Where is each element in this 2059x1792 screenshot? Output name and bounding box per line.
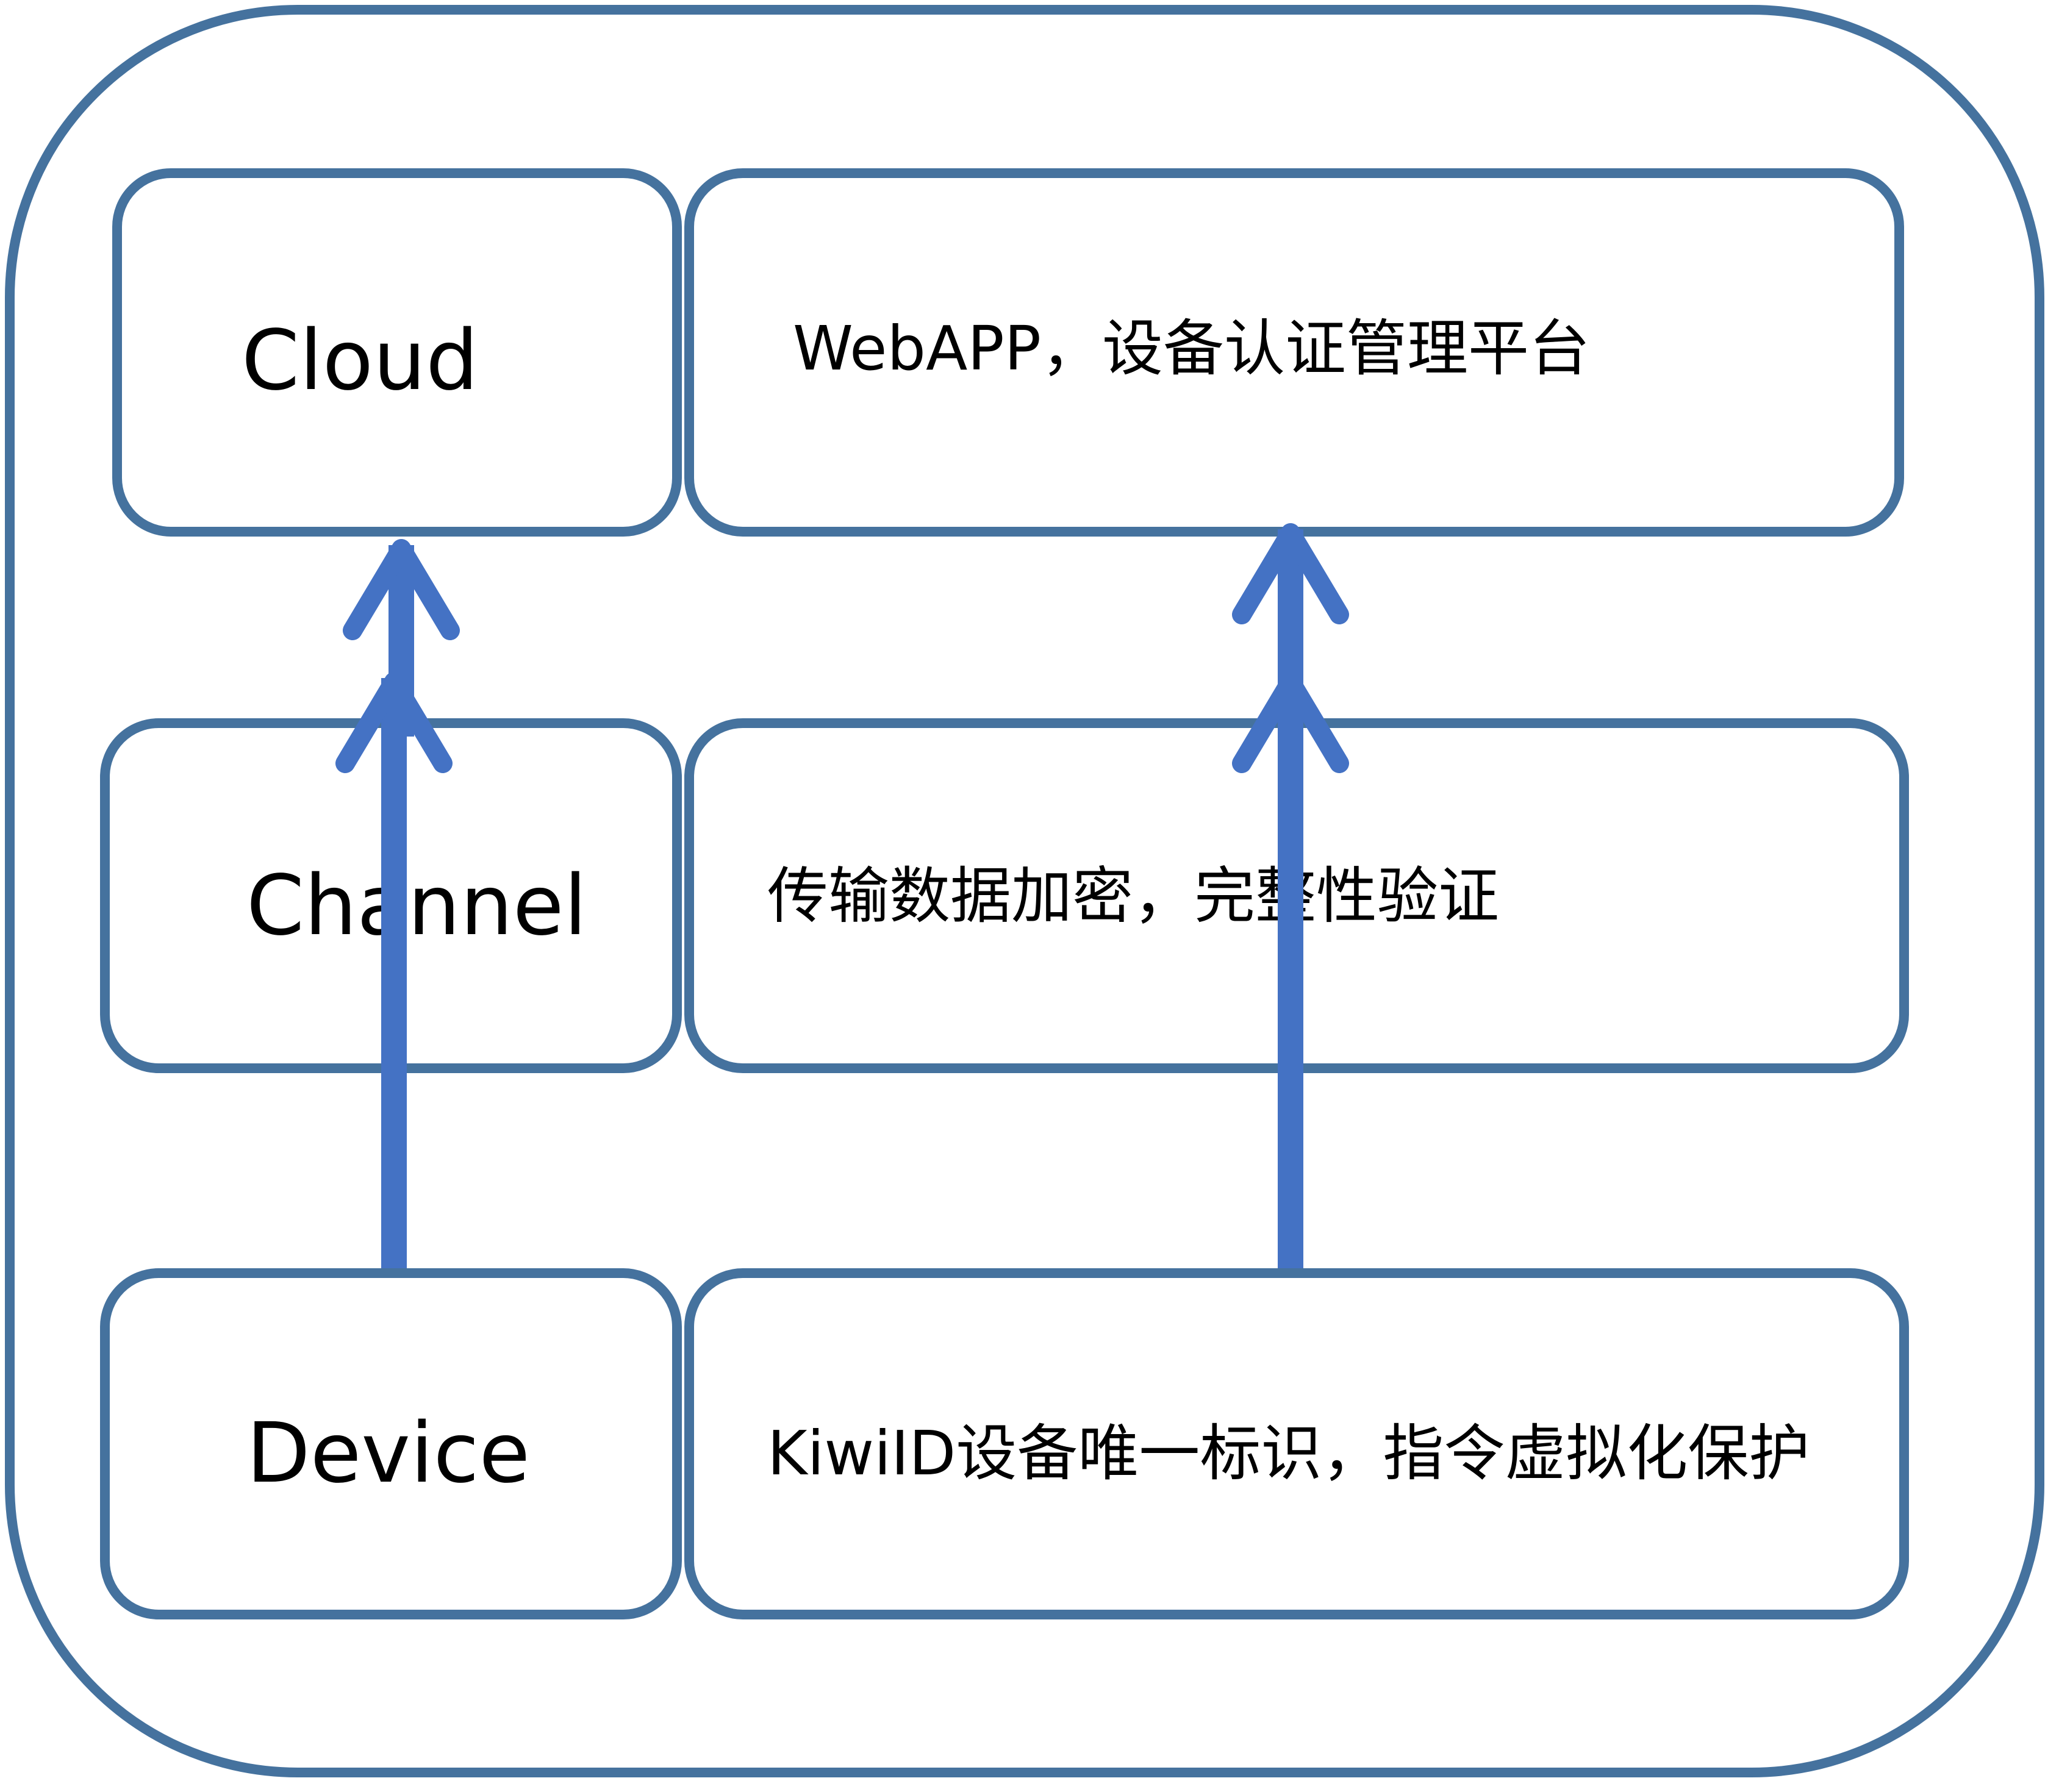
channel-description-label: 传输数据加密，完整性验证 [767, 860, 1499, 932]
channel-to-cloud-left-arrow [343, 539, 460, 737]
device-name-label: Device [246, 1405, 531, 1502]
cloud-name-box: Cloud [112, 168, 682, 537]
device-description-label: KiwiID设备唯一标识，指令虚拟化保护 [767, 1418, 1810, 1489]
channel-to-cloud-right-arrow [1232, 523, 1349, 719]
device-to-channel-left-arrow [335, 672, 453, 1268]
device-to-channel-right-arrow [1232, 672, 1349, 1268]
cloud-description-label: WebAPP，设备认证管理平台 [793, 313, 1591, 384]
device-name-box: Device [100, 1268, 682, 1619]
cloud-description-box: WebAPP，设备认证管理平台 [684, 168, 1904, 537]
cloud-name-label: Cloud [242, 313, 479, 409]
outer-frame [5, 5, 2044, 1777]
channel-to-cloud-left-arrow-head [343, 539, 460, 640]
channel-to-cloud-right-arrow-head [1232, 523, 1349, 624]
channel-name-label: Channel [246, 858, 587, 954]
device-description-box: KiwiID设备唯一标识，指令虚拟化保护 [684, 1268, 1909, 1619]
